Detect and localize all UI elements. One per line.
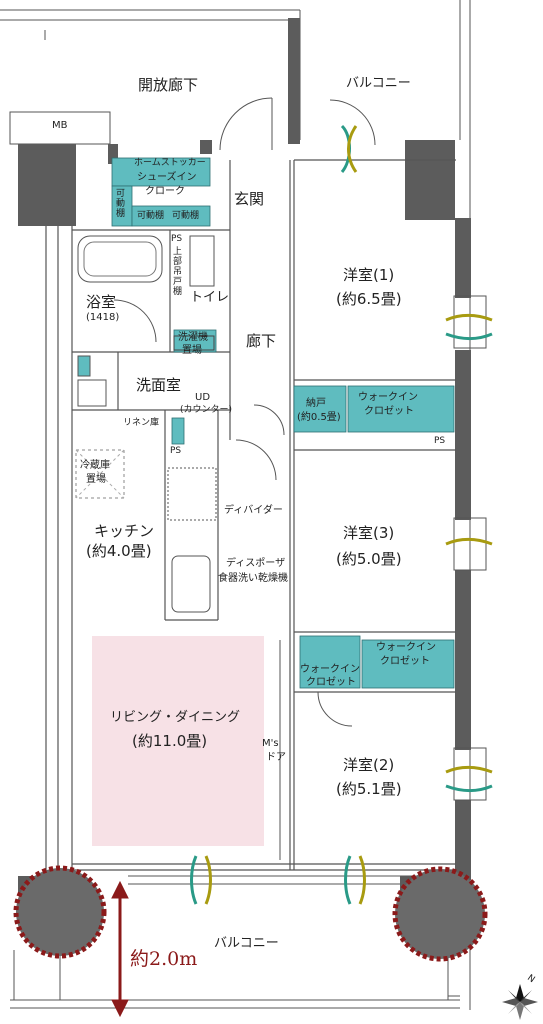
label-dishwasher: 食器洗い乾燥機 [218,573,288,584]
label-walk-in-1a: ウォークイン [358,392,418,403]
walls [18,18,471,880]
compass-rose [502,984,538,1020]
label-divider: ディバイダー [224,505,283,516]
label-disposer: ディスポーザ [226,558,286,569]
label-ud: UD [195,392,211,403]
label-washer-2: 置場 [182,345,202,356]
label-western-2-size: (約5.1畳) [336,780,402,798]
label-bathroom: 浴室 [86,293,117,311]
label-western-3: 洋室(3) [343,524,395,542]
label-washer-1: 洗濯機 [178,332,208,343]
label-living: リビング・ダイニング [110,710,241,725]
stove [167,467,217,521]
bathtub [77,235,163,283]
teal-fixtures [111,157,455,689]
sink [171,555,211,613]
label-corridor: 廊下 [246,332,277,350]
label-walk-in-3a: ウォークイン [300,664,360,675]
label-ps-1: PS [171,234,183,244]
label-ms-door-1: M's [262,738,279,749]
depth-arrow [111,880,129,1018]
label-ms-door-2: ドア [266,752,286,763]
label-ud-counter: (カウンター) [180,405,233,415]
label-walk-in-2b: クロゼット [380,656,430,667]
label-movable-shelf-1: 可動棚 [137,211,165,221]
label-kitchen: キッチン [94,522,155,540]
label-shoes-closet-1: シューズイン [137,172,197,183]
vent-symbols [190,124,493,905]
label-walk-in-1b: クロゼット [364,406,414,417]
label-balcony-bottom: バルコニー [214,936,279,951]
label-storage-size: (約0.5畳) [297,412,341,423]
label-walk-in-3b: クロゼット [306,677,356,688]
label-balcony-top: バルコニー [346,76,411,91]
label-walk-in-2a: ウォークイン [376,642,436,653]
label-fridge-1: 冷蔵庫 [80,460,110,471]
label-storage: 納戸 [306,398,326,409]
label-balcony-depth: 約2.0m [130,948,198,970]
label-open-corridor: 開放廊下 [138,76,199,94]
label-toilet: トイレ [190,290,230,305]
label-western-2: 洋室(2) [343,756,395,774]
label-shoes-closet-2: クローク [145,186,185,197]
door-swings [113,97,376,860]
label-ps-2: PS [170,446,182,456]
trees [13,865,488,962]
label-mb: MB [52,120,68,131]
label-bath-size: (1418) [86,312,120,323]
label-washroom: 洗面室 [136,376,182,394]
label-linen: リネン庫 [123,418,160,428]
label-fridge-2: 置場 [86,474,106,485]
label-western-3-size: (約5.0畳) [336,550,402,568]
label-western-1-size: (約6.5畳) [336,290,402,308]
living-dining-area [92,636,264,846]
label-movable-shelf-2: 可動棚 [172,211,200,221]
label-kitchen-size: (約4.0畳) [86,542,152,560]
label-movable-shelf-vertical: 可 動 棚 [116,189,126,219]
label-western-1: 洋室(1) [343,266,395,284]
label-living-size: (約11.0畳) [132,732,208,750]
interior-walls [45,159,456,880]
label-upper-cabinet: 上 部 吊 戸 棚 [173,247,183,297]
label-ps-3: PS [434,436,446,446]
label-entrance: 玄関 [234,190,265,208]
label-home-stocker: ホームストッカー [134,158,206,168]
